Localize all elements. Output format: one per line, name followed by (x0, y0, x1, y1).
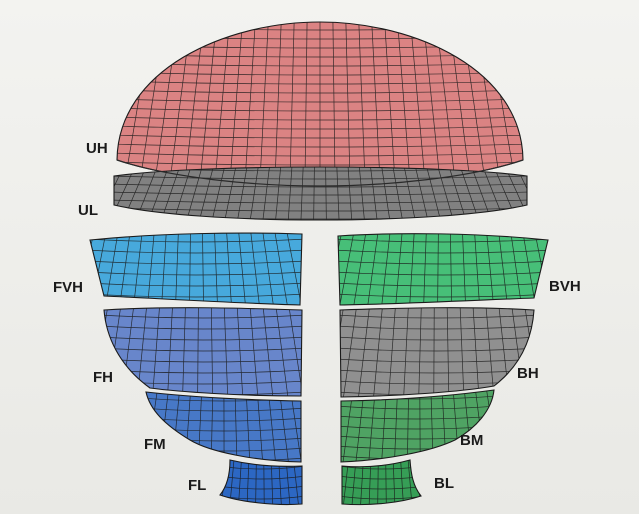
label-upper-low: UL (78, 203, 98, 218)
segment-front-high (92, 304, 306, 400)
segment-front-very-high (77, 228, 306, 308)
segment-front-low (212, 456, 307, 509)
label-back-low: BL (434, 476, 454, 491)
label-back-high: BH (517, 366, 539, 381)
segment-back-low (334, 456, 429, 509)
segment-back-high (328, 304, 540, 400)
label-front-mid: FM (144, 437, 166, 452)
label-front-very-high: FVH (53, 280, 83, 295)
segment-front-mid (133, 388, 306, 466)
label-back-very-high: BVH (549, 279, 581, 294)
label-front-high: FH (93, 370, 113, 385)
segment-back-mid (330, 386, 498, 469)
label-upper-hemisphere: UH (86, 141, 108, 156)
segment-back-very-high (325, 228, 552, 308)
label-front-low: FL (188, 478, 206, 493)
segment-upper-hemisphere (93, 18, 547, 192)
label-back-mid: BM (460, 433, 483, 448)
